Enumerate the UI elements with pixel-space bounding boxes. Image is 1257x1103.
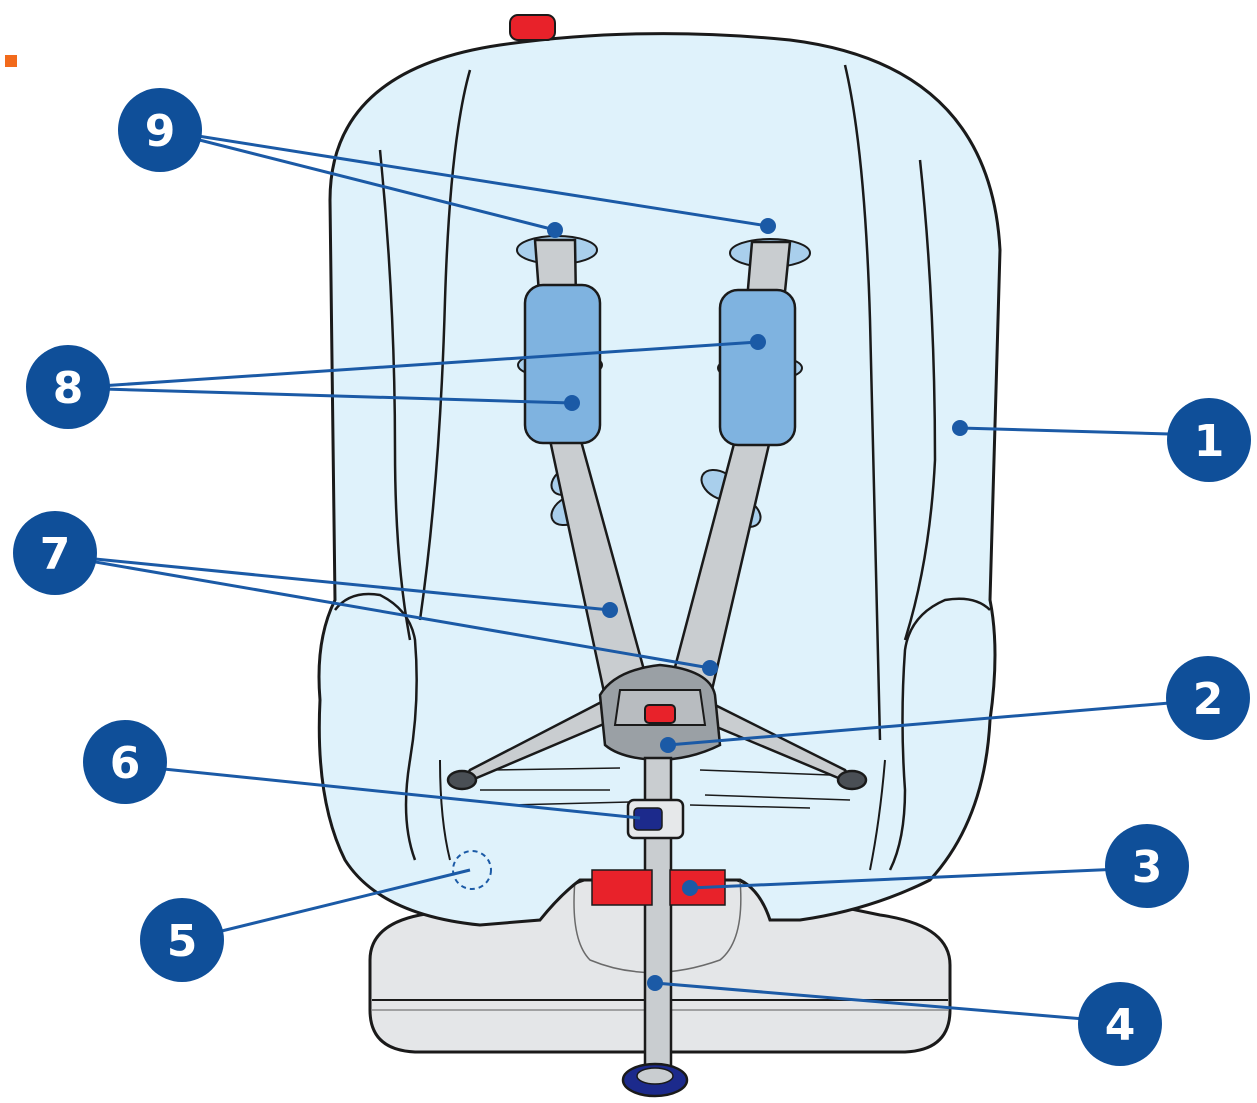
callout-6: 6: [83, 720, 167, 804]
callout-label: 6: [110, 738, 141, 789]
callout-label: 8: [53, 363, 84, 414]
callout-2: 2: [1166, 656, 1250, 740]
callout-label: 7: [40, 529, 71, 580]
callout-8: 8: [26, 345, 110, 429]
callout-label: 2: [1193, 674, 1224, 725]
callout-label: 4: [1105, 1000, 1136, 1051]
callout-label: 3: [1132, 842, 1163, 893]
callout-7: 7: [13, 511, 97, 595]
callout-4: 4: [1078, 982, 1162, 1066]
callout-1: 1: [1167, 398, 1251, 482]
central-buckle: [600, 665, 720, 760]
callout-9: 9: [118, 88, 202, 172]
callout-label: 1: [1194, 416, 1225, 467]
callout-5: 5: [140, 898, 224, 982]
callout-label: 5: [167, 916, 198, 967]
callout-3: 3: [1105, 824, 1189, 908]
callout-label: 9: [145, 106, 176, 157]
top-adjust-button: [510, 15, 555, 40]
